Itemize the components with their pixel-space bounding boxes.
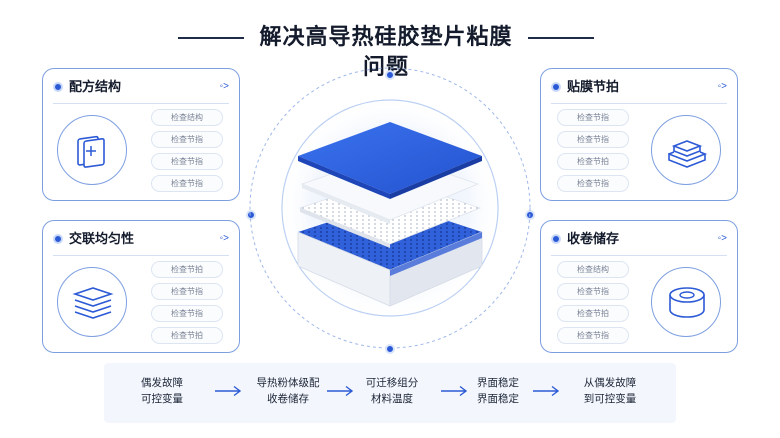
panel-header: 贴膜节拍 ◦> [551, 78, 727, 96]
check-pill[interactable]: 检查节指 [557, 175, 629, 192]
check-pill[interactable]: 检查节拍 [151, 327, 223, 344]
blue-top-sheet-edge-left [298, 156, 390, 199]
panel-title: 贴膜节拍 [567, 79, 620, 94]
inner-ring [281, 99, 499, 317]
flow-step-line1: 导热粉体级配 [256, 377, 320, 389]
title-right-rule [528, 37, 594, 39]
layered-stack-icon [57, 267, 127, 337]
panel-film-rhythm: 贴膜节拍 ◦> 检查节指 检查节指 检查节拍 检查节指 [540, 68, 738, 201]
page-title: 解决高导热硅胶垫片粘膜问题 [259, 24, 513, 79]
bullet-dot [551, 82, 561, 92]
flow-step-line1: 可迁移组分 [365, 377, 419, 389]
flow-step: 偶发故障 可控变量 [114, 375, 210, 407]
flow-step: 从偶发故障 到可控变量 [562, 375, 658, 407]
bullet-dot [53, 234, 63, 244]
panel-roll-storage: 收卷储存 ◦> 检查结构 检查节指 检查节拍 检查节指 [540, 220, 738, 353]
panel-title: 配方结构 [69, 79, 122, 94]
flow-step-line2: 到可控变量 [583, 393, 637, 405]
pill-list: 检查节指 检查节指 检查节拍 检查节指 [557, 109, 629, 197]
check-pill[interactable]: 检查结构 [151, 109, 223, 126]
white-film-edge [302, 184, 390, 224]
flow-step-line2: 收卷储存 [267, 393, 309, 405]
more-icon[interactable]: ◦> [219, 233, 229, 244]
orbit-dot-bottom [385, 344, 395, 354]
flow-step: 可迁移组分 材料温度 [344, 375, 440, 407]
check-pill[interactable]: 检查结构 [557, 261, 629, 278]
roll-icon [651, 267, 721, 337]
panel-divider [551, 255, 727, 256]
base-pad-right-edge [390, 232, 482, 276]
blue-top-sheet [298, 122, 482, 194]
pill-list: 检查节拍 检查节指 检查节指 检查节拍 [151, 261, 223, 349]
panel-divider [53, 103, 229, 104]
panel-header: 收卷储存 ◦> [551, 230, 727, 248]
check-pill[interactable]: 检查节指 [151, 175, 223, 192]
panel-title: 交联均匀性 [69, 231, 135, 246]
bullet-dot [53, 82, 63, 92]
arrow-right-icon [441, 385, 468, 397]
blue-top-sheet-edge-right [390, 156, 482, 199]
title-left-rule [178, 37, 244, 39]
check-pill[interactable]: 检查节指 [151, 131, 223, 148]
pad-layers-illustration [249, 67, 531, 354]
check-pill[interactable]: 检查节指 [557, 327, 629, 344]
flow-step-line2: 可控变量 [141, 393, 183, 405]
stacked-pad-icon [651, 115, 721, 185]
check-pill[interactable]: 检查节指 [151, 305, 223, 322]
panel-title: 收卷储存 [567, 231, 620, 246]
flow-step-line2: 界面稳定 [477, 393, 519, 405]
connector-dot-left [246, 210, 256, 220]
check-pill[interactable]: 检查节指 [557, 109, 629, 126]
panel-crosslink-uniformity: 交联均匀性 ◦> 检查节拍 检查节指 检查节指 检查节拍 [42, 220, 240, 353]
more-icon[interactable]: ◦> [717, 81, 727, 92]
check-pill[interactable]: 检查节拍 [557, 305, 629, 322]
check-pill[interactable]: 检查节拍 [151, 261, 223, 278]
check-pill[interactable]: 检查节指 [151, 283, 223, 300]
flow-step: 界面稳定 界面稳定 [450, 375, 546, 407]
check-pill[interactable]: 检查节指 [557, 283, 629, 300]
flow-step-line1: 界面稳定 [477, 377, 519, 389]
panel-header: 配方结构 ◦> [53, 78, 229, 96]
dotted-layer-edge [300, 208, 390, 248]
outer-orbit-ring [249, 67, 531, 349]
panel-formula-structure: 配方结构 ◦> 检查结构 检查节指 检查节指 检查节指 [42, 68, 240, 201]
check-pill[interactable]: 检查节指 [151, 153, 223, 170]
stacked-sheets-icon [57, 115, 127, 185]
bullet-dot [551, 234, 561, 244]
more-icon[interactable]: ◦> [717, 233, 727, 244]
panel-divider [551, 103, 727, 104]
arrow-right-icon [533, 385, 560, 397]
panel-divider [53, 255, 229, 256]
flow-step: 导热粉体级配 收卷储存 [240, 375, 336, 407]
process-flow: 偶发故障 可控变量 导热粉体级配 收卷储存 可迁移组分 材料温度 界面稳定 界面… [104, 363, 676, 423]
flow-step-line2: 材料温度 [371, 393, 413, 405]
orbit-dot-top [385, 70, 395, 80]
arrow-right-icon [215, 385, 242, 397]
pill-list: 检查结构 检查节指 检查节指 检查节指 [151, 109, 223, 197]
arrow-right-icon [327, 385, 354, 397]
flow-step-line1: 从偶发故障 [583, 377, 637, 389]
flow-step-line1: 偶发故障 [141, 377, 183, 389]
check-pill[interactable]: 检查节拍 [557, 153, 629, 170]
check-pill[interactable]: 检查节指 [557, 131, 629, 148]
title-row: 解决高导热硅胶垫片粘膜问题 [0, 22, 780, 79]
more-icon[interactable]: ◦> [219, 81, 229, 92]
panel-header: 交联均匀性 ◦> [53, 230, 229, 248]
pill-list: 检查结构 检查节指 检查节拍 检查节指 [557, 261, 629, 349]
